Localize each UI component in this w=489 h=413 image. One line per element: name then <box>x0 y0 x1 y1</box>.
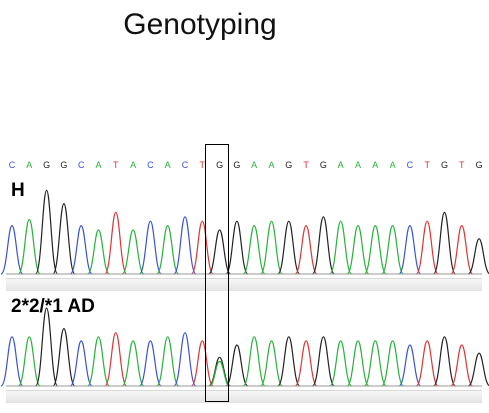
base-call-letter: T <box>199 160 206 170</box>
chromatogram-peak <box>467 238 489 275</box>
page-title: Genotyping <box>123 8 277 41</box>
base-call-letter: A <box>372 160 379 170</box>
chromatogram-peak <box>156 224 180 275</box>
base-call-letter: A <box>251 160 258 170</box>
chromatogram-peak <box>173 216 197 275</box>
chromatogram-peak <box>311 336 335 387</box>
chromatogram-peak <box>104 332 128 387</box>
base-call-letter: A <box>337 160 344 170</box>
base-call-letter: T <box>424 160 430 170</box>
base-call-letter: A <box>164 160 171 170</box>
chromatogram-peak <box>86 229 111 275</box>
chromatogram-peak <box>156 336 180 387</box>
chromatogram-peak <box>104 211 128 275</box>
chromatogram-peak <box>0 336 24 387</box>
base-call-letter: A <box>95 160 102 170</box>
base-call-letter: C <box>147 160 154 170</box>
base-call-letter: A <box>354 160 361 170</box>
chromatogram-peak <box>69 224 93 275</box>
base-call-letter: A <box>268 160 275 170</box>
chromatogram-peak <box>173 332 197 387</box>
base-call-letter: C <box>181 160 189 170</box>
chromatogram-peak <box>225 220 249 275</box>
base-call-letter: G <box>43 160 51 170</box>
chromatogram-peak <box>363 224 387 275</box>
chromatogram-peak <box>381 224 405 275</box>
chromatogram-peak <box>208 229 232 275</box>
chromatogram-peak <box>86 336 111 387</box>
chromatogram-peak <box>450 224 474 275</box>
chromatogram-peak <box>277 220 301 275</box>
chromatogram-peak <box>69 340 93 387</box>
chromatogram-trace-h <box>0 189 489 275</box>
chromatogram-peak <box>398 224 422 275</box>
base-call-letter: C <box>77 160 85 170</box>
base-call-letter: G <box>319 160 327 170</box>
base-call-letter: T <box>459 160 465 170</box>
chromatogram-peak <box>381 340 405 387</box>
base-call-letter: T <box>113 160 119 170</box>
chromatogram-peak <box>138 220 162 275</box>
chromatogram-trace-genotype <box>0 307 489 387</box>
chromatogram-peak <box>277 336 301 387</box>
base-call-letter: A <box>389 160 396 170</box>
chromatogram-peak <box>35 189 59 275</box>
chromatogram-peak <box>329 220 353 275</box>
chromatogram-peak <box>121 229 145 275</box>
chromatogram-peak <box>415 340 439 387</box>
chromatogram-peak <box>294 340 318 387</box>
chromatogram-peak <box>259 340 284 387</box>
chromatogram-peak <box>190 340 214 387</box>
panel-separator <box>6 278 482 291</box>
chromatogram-peak <box>242 224 266 275</box>
track-label-h: H <box>11 180 25 201</box>
panel-separator <box>6 390 482 403</box>
base-call-letter: T <box>303 160 309 170</box>
chromatogram-peak <box>363 340 387 387</box>
base-call-letter: G <box>233 160 241 170</box>
chromatogram-peak <box>294 224 318 275</box>
chromatogram-peak <box>346 224 370 275</box>
chromatogram-peak <box>52 327 76 387</box>
chromatogram-peak <box>52 202 76 275</box>
chromatogram-peak <box>467 352 489 387</box>
base-call-letter: A <box>26 160 33 170</box>
highlight-box <box>205 144 229 402</box>
chromatogram-peak <box>259 220 284 275</box>
base-call-letter: G <box>475 160 483 170</box>
track-label-genotype: 2*2/*1 AD <box>11 296 95 317</box>
base-call-letter: A <box>130 160 137 170</box>
chromatogram-peak <box>432 211 457 275</box>
chromatogram-peak <box>398 344 422 387</box>
chromatogram-peak <box>415 220 439 275</box>
base-call-letter: G <box>60 160 68 170</box>
chromatogram-peak <box>346 340 370 387</box>
base-call-letter: G <box>216 160 224 170</box>
chromatogram-peak <box>242 336 266 387</box>
chromatogram-peak <box>0 224 24 275</box>
base-call-letter: G <box>440 160 448 170</box>
chromatogram-peak <box>311 216 335 275</box>
chromatogram-peak <box>329 340 353 387</box>
chromatogram-peak <box>225 344 249 387</box>
chromatogram-peak <box>121 340 145 387</box>
base-call-letter: C <box>8 160 16 170</box>
chromatogram-peak <box>17 218 41 275</box>
chromatogram-peak <box>450 344 474 387</box>
base-call-letter: C <box>406 160 414 170</box>
chromatogram-peak <box>432 336 457 387</box>
chromatogram-peak-secondary <box>209 360 230 387</box>
chromatogram-peak <box>190 220 214 275</box>
chromatogram-peak <box>35 307 59 387</box>
chromatogram-peak <box>138 340 162 387</box>
chromatogram-peak <box>17 336 41 387</box>
base-call-letter: G <box>285 160 293 170</box>
